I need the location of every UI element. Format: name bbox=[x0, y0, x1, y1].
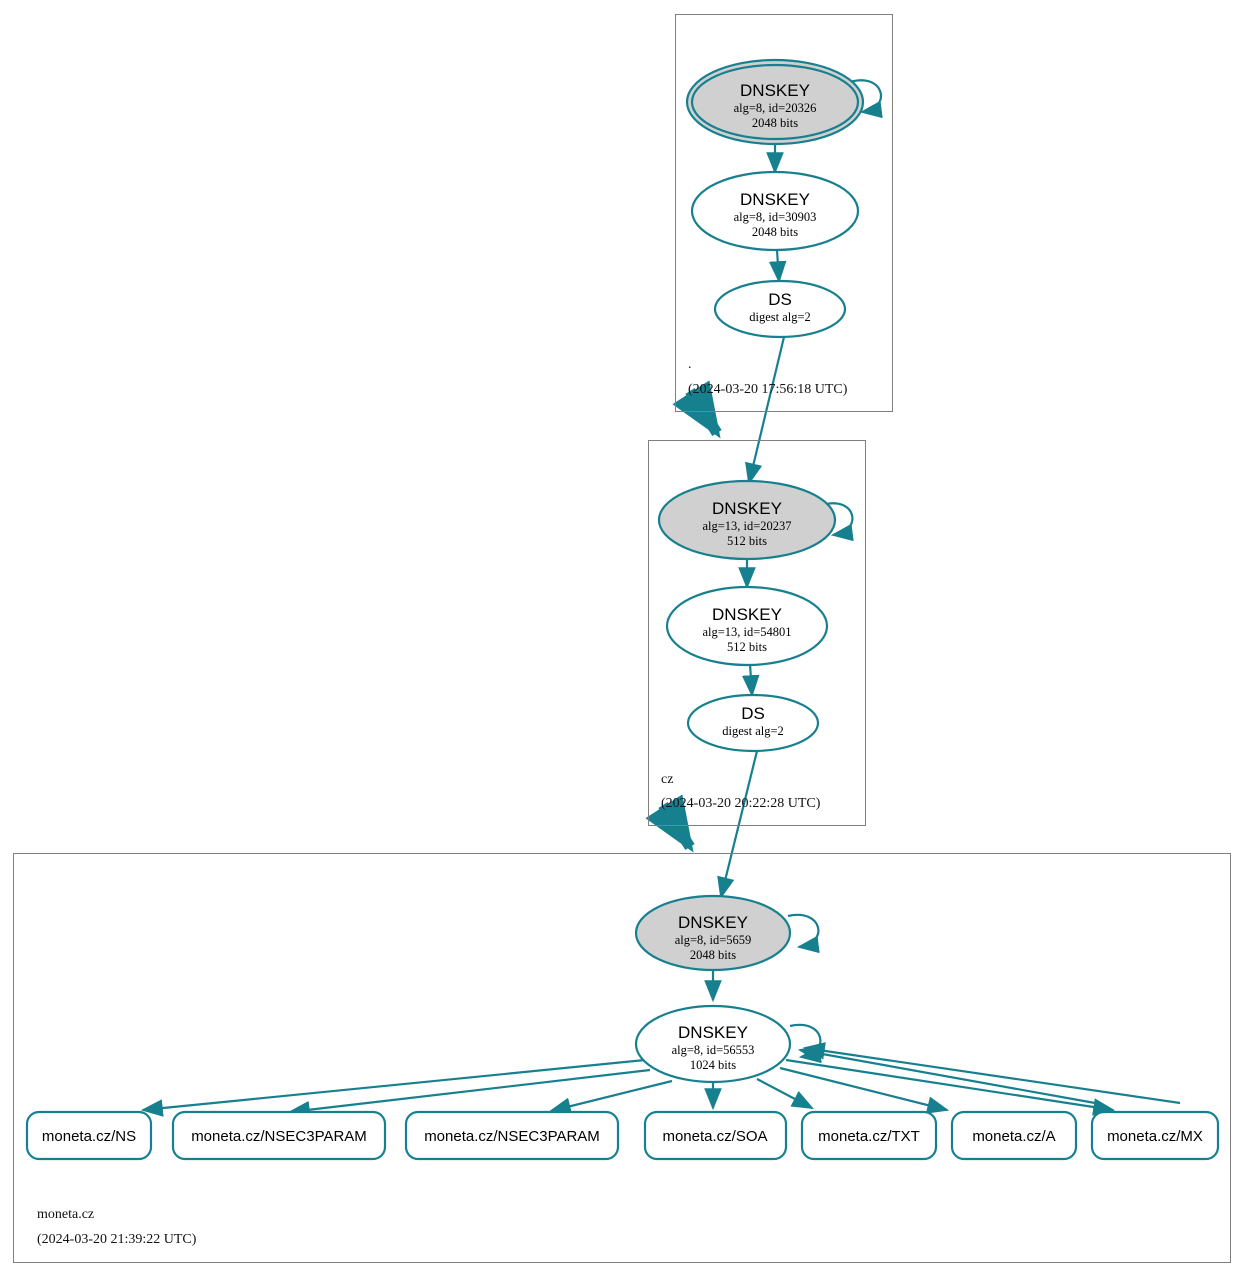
node-cz-zsk[interactable]: DNSKEY alg=13, id=54801 512 bits bbox=[665, 585, 829, 667]
rrset-nsec3param-1[interactable]: moneta.cz/NSEC3PARAM bbox=[171, 1110, 387, 1161]
node-cz-ds-digest: digest alg=2 bbox=[722, 724, 784, 738]
rrset-mx[interactable]: moneta.cz/MX bbox=[1090, 1110, 1220, 1161]
node-root-zsk-alg: alg=8, id=30903 bbox=[734, 210, 817, 224]
rrset-a-label: moneta.cz/A bbox=[972, 1128, 1055, 1145]
zone-label-cz: cz bbox=[661, 772, 674, 787]
node-cz-ksk-bits: 512 bits bbox=[727, 534, 767, 548]
zone-label-root: . bbox=[688, 357, 692, 372]
zone-timestamp-moneta: (2024-03-20 21:39:22 UTC) bbox=[37, 1232, 197, 1247]
node-root-ksk-alg: alg=8, id=20326 bbox=[734, 101, 817, 115]
rrset-ns-label: moneta.cz/NS bbox=[42, 1128, 136, 1145]
rrset-soa-label: moneta.cz/SOA bbox=[662, 1128, 767, 1145]
zone-timestamp-root: (2024-03-20 17:56:18 UTC) bbox=[688, 382, 848, 397]
node-root-zsk-bits: 2048 bits bbox=[752, 225, 798, 239]
node-root-ksk-title: DNSKEY bbox=[740, 81, 810, 100]
rrset-nsec3param-2-label: moneta.cz/NSEC3PARAM bbox=[424, 1128, 600, 1145]
zone-box-cz bbox=[648, 440, 866, 826]
edge-delegation-root-to-cz bbox=[672, 380, 722, 439]
rrset-nsec3param-1-label: moneta.cz/NSEC3PARAM bbox=[191, 1128, 367, 1145]
node-cz-zsk-title: DNSKEY bbox=[712, 605, 782, 624]
node-root-ksk[interactable]: DNSKEY alg=8, id=20326 2048 bits bbox=[685, 58, 865, 146]
node-cz-zsk-bits: 512 bits bbox=[727, 640, 767, 654]
node-moneta-zsk[interactable]: DNSKEY alg=8, id=56553 1024 bits bbox=[634, 1004, 792, 1084]
node-root-ds-title: DS bbox=[768, 290, 792, 309]
node-moneta-ksk-bits: 2048 bits bbox=[690, 948, 736, 962]
rrset-a[interactable]: moneta.cz/A bbox=[950, 1110, 1078, 1161]
edge-root-ksk-selfsign bbox=[849, 79, 883, 119]
node-root-ds-digest: digest alg=2 bbox=[749, 310, 811, 324]
node-cz-ksk-title: DNSKEY bbox=[712, 499, 782, 518]
node-cz-ds-title: DS bbox=[741, 704, 765, 723]
node-cz-ds[interactable]: DS digest alg=2 bbox=[686, 693, 820, 753]
node-moneta-zsk-alg: alg=8, id=56553 bbox=[672, 1043, 755, 1057]
rrset-txt[interactable]: moneta.cz/TXT bbox=[800, 1110, 938, 1161]
edge-rr-mx-to-zsk bbox=[802, 1042, 1181, 1105]
node-moneta-zsk-bits: 1024 bits bbox=[690, 1058, 736, 1072]
node-cz-ksk-alg: alg=13, id=20237 bbox=[702, 519, 791, 533]
node-moneta-ksk-title: DNSKEY bbox=[678, 913, 748, 932]
node-root-zsk[interactable]: DNSKEY alg=8, id=30903 2048 bits bbox=[690, 170, 860, 252]
node-root-ds[interactable]: DS digest alg=2 bbox=[713, 279, 847, 339]
edge-root-zsk-to-ds bbox=[768, 249, 787, 284]
zone-box-root bbox=[675, 14, 893, 412]
edge-zsk-to-rr-ns bbox=[140, 1058, 646, 1117]
node-cz-ksk[interactable]: DNSKEY alg=13, id=20237 512 bits bbox=[657, 479, 837, 561]
node-root-ksk-bits: 2048 bits bbox=[752, 116, 798, 130]
edge-root-ds-to-cz-ksk bbox=[745, 336, 786, 486]
node-moneta-zsk-title: DNSKEY bbox=[678, 1023, 748, 1042]
edge-cz-ksk-selfsign bbox=[821, 502, 854, 542]
edge-moneta-ksk-selfsign bbox=[787, 913, 820, 954]
edge-cz-zsk-to-ds bbox=[741, 663, 760, 698]
edge-delegation-cz-to-moneta bbox=[645, 794, 695, 853]
edge-zsk-to-rr-nsec3param-2 bbox=[548, 1079, 673, 1115]
edge-zsk-to-rr-txt bbox=[756, 1078, 814, 1110]
node-root-zsk-title: DNSKEY bbox=[740, 190, 810, 209]
rrset-nsec3param-2[interactable]: moneta.cz/NSEC3PARAM bbox=[404, 1110, 620, 1161]
edge-cz-ds-to-moneta-ksk bbox=[717, 750, 759, 900]
edge-rr-a-to-zsk bbox=[797, 1044, 1096, 1105]
node-cz-zsk-alg: alg=13, id=54801 bbox=[702, 625, 791, 639]
edge-zsk-to-rr-a bbox=[779, 1066, 950, 1114]
zone-box-moneta bbox=[13, 853, 1231, 1263]
edge-zsk-to-rr-nsec3param-1 bbox=[287, 1068, 651, 1119]
rrset-soa[interactable]: moneta.cz/SOA bbox=[643, 1110, 788, 1161]
rrset-ns[interactable]: moneta.cz/NS bbox=[25, 1110, 153, 1161]
zone-timestamp-cz: (2024-03-20 20:22:28 UTC) bbox=[661, 796, 821, 811]
edge-zsk-to-rr-mx bbox=[785, 1058, 1116, 1116]
rrset-txt-label: moneta.cz/TXT bbox=[818, 1128, 920, 1145]
zone-label-moneta: moneta.cz bbox=[37, 1207, 95, 1222]
node-moneta-ksk[interactable]: DNSKEY alg=8, id=5659 2048 bits bbox=[634, 894, 792, 972]
rrset-mx-label: moneta.cz/MX bbox=[1107, 1128, 1203, 1145]
node-moneta-ksk-alg: alg=8, id=5659 bbox=[675, 933, 752, 947]
